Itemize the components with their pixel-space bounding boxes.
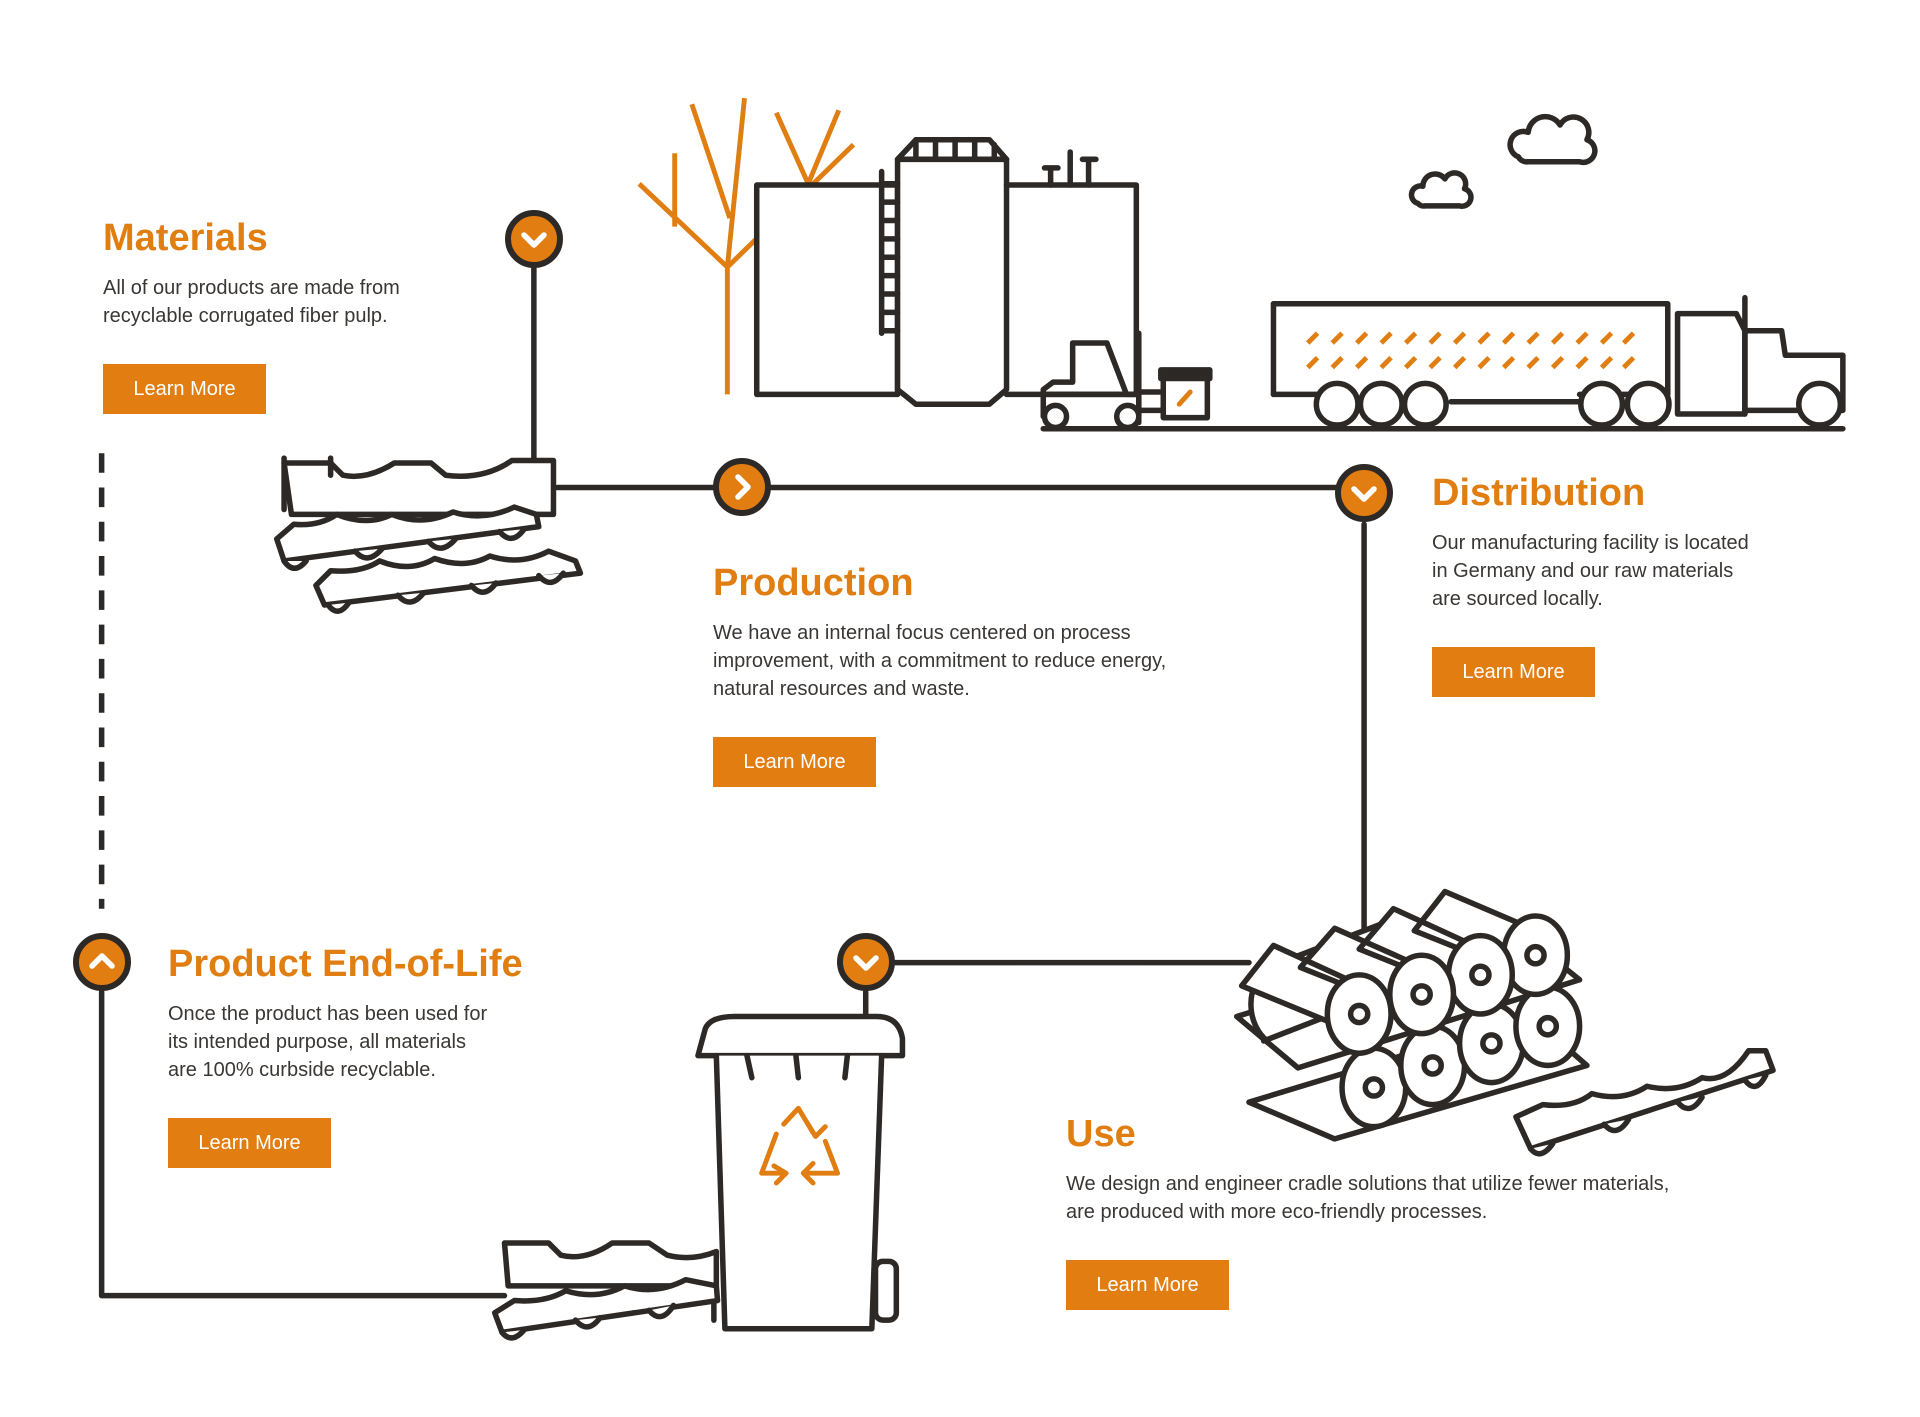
end-of-life-description: Once the product has been used for its i…: [168, 1000, 523, 1084]
description-line: Our manufacturing facility is located: [1432, 532, 1749, 554]
description-line: natural resources and waste.: [713, 678, 970, 700]
description-line: recyclable corrugated fiber pulp.: [103, 305, 388, 327]
distribution-learn-more-button[interactable]: Learn More: [1432, 647, 1595, 697]
distribution-section: Distribution Our manufacturing facility …: [1432, 471, 1749, 697]
description-line: are produced with more eco-friendly proc…: [1066, 1201, 1488, 1223]
description-line: Once the product has been used for: [168, 1003, 488, 1025]
description-line: All of our products are made from: [103, 277, 400, 299]
cloud-icon: [1507, 113, 1598, 166]
forklift-icon: [1040, 330, 1213, 431]
chevron-down-icon: [837, 933, 895, 991]
materials-marker-button[interactable]: [504, 209, 564, 274]
distribution-description: Our manufacturing facility is located in…: [1432, 529, 1749, 613]
production-section: Production We have an internal focus cen…: [713, 561, 1166, 787]
production-description: We have an internal focus centered on pr…: [713, 619, 1166, 703]
cloud-icon: [1408, 170, 1474, 209]
distribution-title: Distribution: [1432, 472, 1646, 514]
description-line: are sourced locally.: [1432, 588, 1603, 610]
production-marker-button[interactable]: [712, 457, 772, 522]
chevron-down-icon: [505, 210, 563, 268]
chevron-down-icon: [1335, 464, 1393, 522]
use-learn-more-button[interactable]: Learn More: [1066, 1260, 1229, 1310]
description-line: We have an internal focus centered on pr…: [713, 622, 1131, 644]
materials-learn-more-button[interactable]: Learn More: [103, 364, 266, 414]
end-of-life-marker-button[interactable]: [72, 932, 132, 997]
distribution-marker-button[interactable]: [1334, 463, 1394, 528]
fiber-tray-stack-icon: [273, 455, 584, 614]
description-line: in Germany and our raw materials: [1432, 560, 1734, 582]
materials-section: Materials All of our products are made f…: [103, 216, 400, 414]
use-title: Use: [1066, 1113, 1136, 1155]
truck-icon: [1270, 294, 1846, 428]
production-title: Production: [713, 562, 914, 604]
recycle-icon: [759, 1105, 840, 1186]
recycling-bin-icon: [695, 1013, 906, 1332]
production-learn-more-button[interactable]: Learn More: [713, 737, 876, 787]
chevron-up-icon: [73, 933, 131, 991]
description-line: improvement, with a commitment to reduce…: [713, 650, 1167, 672]
description-line: We design and engineer cradle solutions …: [1066, 1173, 1670, 1195]
rolls-on-pallet-icon: [1233, 888, 1776, 1157]
connector-line: [98, 989, 508, 1299]
flow-lines: [98, 265, 1367, 1299]
fiber-tray-stack-icon: [491, 1240, 721, 1341]
use-marker-button[interactable]: [836, 932, 896, 997]
end-of-life-section: Product End-of-Life Once the product has…: [168, 942, 523, 1168]
end-of-life-title: Product End-of-Life: [168, 943, 523, 985]
use-description: We design and engineer cradle solutions …: [1066, 1170, 1669, 1226]
description-line: its intended purpose, all materials: [168, 1031, 466, 1053]
factory-icon: [753, 136, 1140, 407]
use-section: Use We design and engineer cradle soluti…: [1066, 1112, 1669, 1310]
chevron-right-icon: [713, 458, 771, 516]
materials-title: Materials: [103, 217, 268, 259]
description-line: are 100% curbside recyclable.: [168, 1059, 436, 1081]
end-of-life-learn-more-button[interactable]: Learn More: [168, 1118, 331, 1168]
materials-description: All of our products are made from recycl…: [103, 274, 400, 330]
